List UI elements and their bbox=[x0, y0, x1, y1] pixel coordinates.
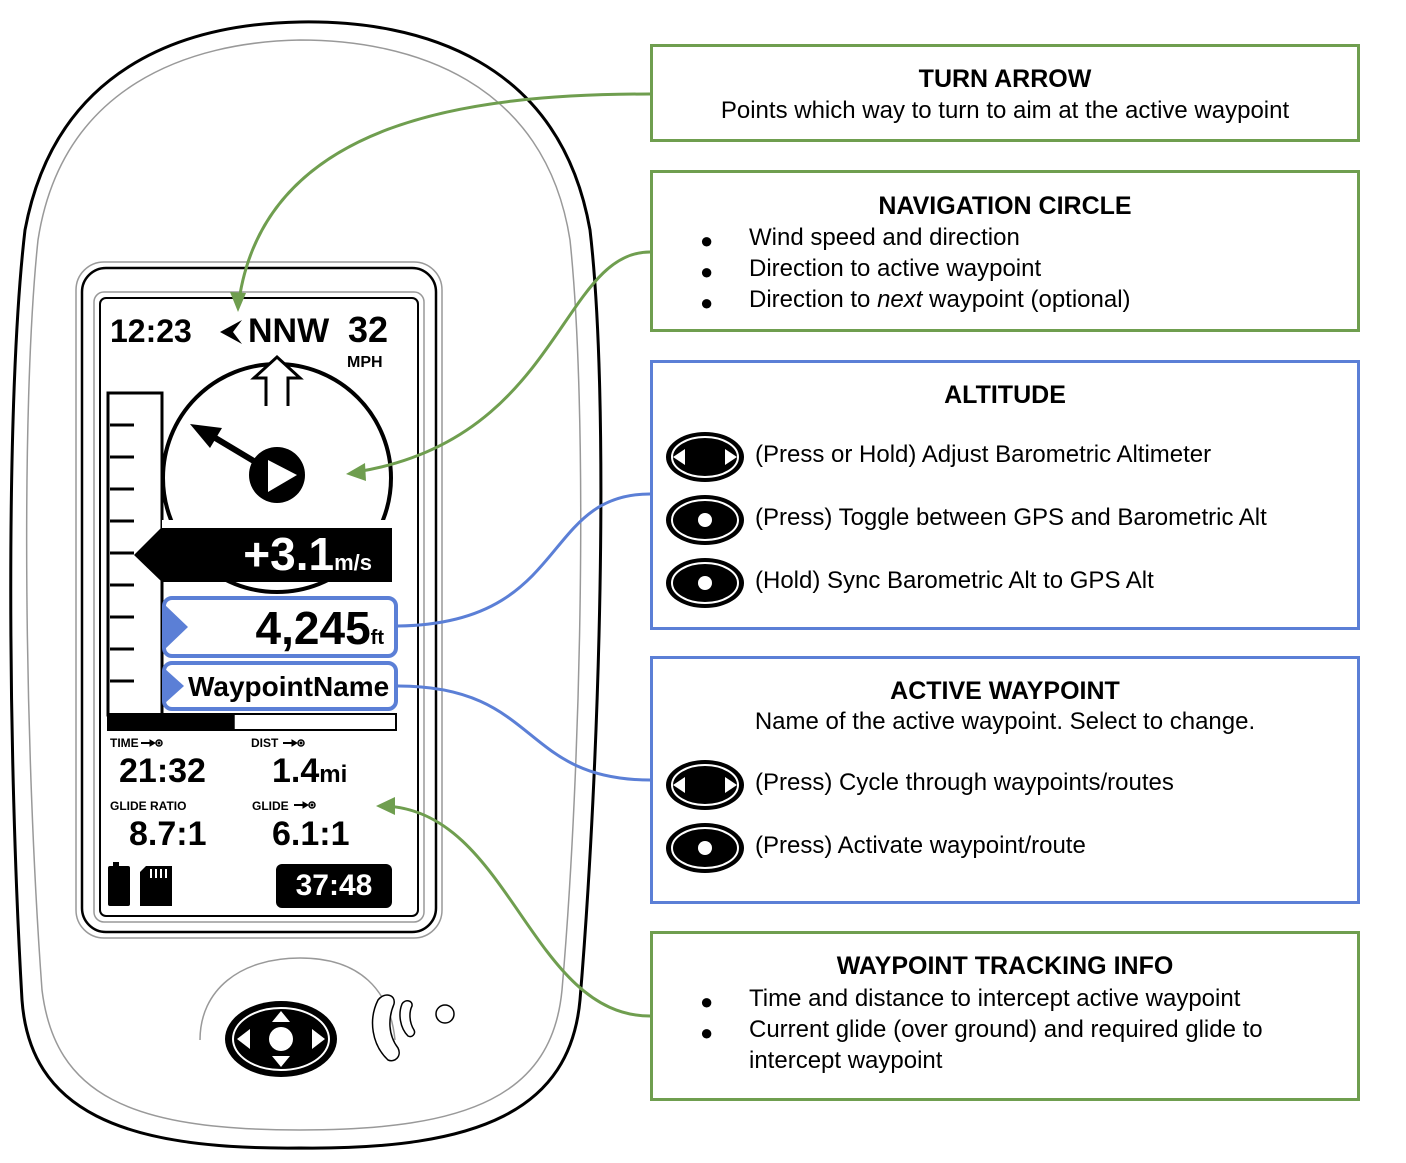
waypoint-tracking-bullet-2: Current glide (over ground) and required… bbox=[749, 1016, 1263, 1043]
device-illustration bbox=[9, 20, 603, 1150]
navigation-circle-callout: NAVIGATION CIRCLE ● Wind speed and direc… bbox=[650, 170, 1360, 332]
active-waypoint-item-1: (Press) Cycle through waypoints/routes bbox=[755, 769, 1174, 796]
altitude-title: ALTITUDE bbox=[944, 381, 1066, 409]
dist-value: 1.4 bbox=[272, 752, 320, 790]
wind-direction-icon bbox=[268, 460, 297, 492]
altitude-unit: ft bbox=[370, 627, 384, 649]
turn-arrow-callout: TURN ARROW Points which way to turn to a… bbox=[650, 44, 1360, 142]
turn-arrow-icon bbox=[220, 320, 242, 344]
navigation-circle-bullet-3: Direction to next waypoint (optional) bbox=[749, 286, 1131, 314]
glide-ratio-label: GLIDE RATIO bbox=[110, 799, 187, 813]
active-waypoint-name[interactable]: WaypointName bbox=[188, 671, 390, 702]
waypoint-pointer-icon bbox=[164, 668, 184, 704]
altitude-item-3: (Hold) Sync Barometric Alt to GPS Alt bbox=[755, 567, 1154, 594]
altitude-connector bbox=[397, 492, 651, 628]
navigation-circle-bullet-2: Direction to active waypoint bbox=[749, 255, 1042, 282]
dpad-left-icon bbox=[237, 1029, 250, 1049]
altitude-callout: ALTITUDE (Press or Hold) Adjust Barometr… bbox=[650, 360, 1360, 630]
navigation-circle-connector bbox=[355, 250, 651, 474]
speaker-slot-icon bbox=[371, 994, 400, 1062]
waypoint-tracking-title: WAYPOINT TRACKING INFO bbox=[836, 952, 1174, 980]
turn-arrow-text: Points which way to turn to aim at the a… bbox=[720, 97, 1290, 124]
flight-timer: 37:48 bbox=[276, 864, 392, 908]
dpad-up-icon bbox=[272, 1011, 290, 1022]
dist-unit: mi bbox=[319, 761, 348, 788]
screen-bezel-inner bbox=[80, 266, 438, 934]
dpad-right-icon bbox=[312, 1029, 325, 1049]
wind-speed: 32 bbox=[348, 309, 389, 350]
active-waypoint-connector bbox=[397, 684, 651, 782]
dist-arrow-icon bbox=[283, 739, 305, 747]
time-value: 21:32 bbox=[119, 752, 206, 790]
glide-label: GLIDE bbox=[252, 799, 289, 813]
glide-arrow-icon bbox=[294, 801, 316, 809]
glide-value: 6.1:1 bbox=[272, 815, 350, 853]
navigation-circle-bullet-1: Wind speed and direction bbox=[749, 224, 1020, 251]
waypoint-tracking-callout: WAYPOINT TRACKING INFO ● Time and distan… bbox=[650, 931, 1360, 1101]
active-waypoint-text: Name of the active waypoint. Select to c… bbox=[754, 708, 1256, 735]
waypoint-tracking-bullet-1: Time and distance to intercept active wa… bbox=[749, 985, 1241, 1012]
vario-readout: +3.1m/s bbox=[170, 527, 390, 581]
center-button-icon bbox=[666, 823, 744, 873]
altitude-tape-ticks bbox=[110, 423, 134, 683]
screen-bezel-outer bbox=[75, 261, 443, 939]
vario-unit: m/s bbox=[334, 550, 372, 575]
left-right-button-icon bbox=[666, 432, 744, 482]
center-button-icon bbox=[666, 495, 744, 545]
vario-banner bbox=[134, 527, 392, 582]
navigation-circle-title: NAVIGATION CIRCLE bbox=[878, 192, 1132, 220]
bullet-icon: ● bbox=[700, 1020, 714, 1045]
battery-icon bbox=[108, 862, 130, 906]
heading: NNW bbox=[248, 312, 330, 350]
center-button-icon bbox=[666, 558, 744, 608]
active-waypoint-title: ACTIVE WAYPOINT bbox=[890, 677, 1120, 705]
light-sensor-icon bbox=[435, 1004, 455, 1024]
bullet-3-emphasis: next bbox=[877, 286, 923, 313]
active-waypoint-callout: ACTIVE WAYPOINT Name of the active waypo… bbox=[650, 656, 1360, 904]
device-inner-shell bbox=[25, 39, 582, 1131]
waypoint-direction-arrow-icon bbox=[190, 424, 222, 448]
active-waypoint-item-2: (Press) Activate waypoint/route bbox=[755, 832, 1086, 859]
bullet-icon: ● bbox=[700, 989, 714, 1014]
altitude-pointer-icon bbox=[164, 604, 188, 650]
altitude-readout[interactable]: 4,245ft bbox=[170, 600, 392, 656]
dist-readout: 1.4mi bbox=[272, 752, 347, 791]
glide-ratio-value: 8.7:1 bbox=[129, 815, 207, 853]
bullet-3-suffix: waypoint (optional) bbox=[922, 286, 1131, 313]
bullet-icon: ● bbox=[700, 228, 714, 253]
dpad-down-icon bbox=[272, 1056, 290, 1067]
time-arrow-icon bbox=[141, 739, 163, 747]
north-arrow-icon bbox=[250, 354, 304, 406]
progress-fill bbox=[108, 714, 235, 730]
bullet-3-prefix: Direction to bbox=[749, 286, 878, 313]
dist-label: DIST bbox=[251, 736, 279, 750]
bullet-icon: ● bbox=[700, 259, 714, 284]
altitude-item-2: (Press) Toggle between GPS and Barometri… bbox=[755, 504, 1267, 531]
screen-frame bbox=[93, 291, 425, 923]
sd-card-icon bbox=[140, 866, 172, 906]
waypoint-tracking-bullet-2-cont: intercept waypoint bbox=[749, 1047, 943, 1074]
speaker-slot-2-icon bbox=[399, 1000, 416, 1038]
altitude-item-1: (Press or Hold) Adjust Barometric Altime… bbox=[755, 441, 1212, 468]
left-right-button-icon bbox=[666, 760, 744, 810]
dpad-center-icon bbox=[269, 1027, 293, 1051]
turn-arrow-title: TURN ARROW bbox=[918, 65, 1092, 93]
altitude-value: 4,245 bbox=[255, 602, 371, 654]
bullet-icon: ● bbox=[700, 290, 714, 315]
time-label: TIME bbox=[110, 736, 139, 750]
wind-speed-unit: MPH bbox=[347, 354, 383, 371]
waypoint-tracking-connector bbox=[383, 804, 651, 1018]
clock: 12:23 bbox=[110, 313, 192, 349]
vario-value: +3.1 bbox=[243, 528, 335, 580]
turn-arrow-connector bbox=[236, 92, 651, 309]
